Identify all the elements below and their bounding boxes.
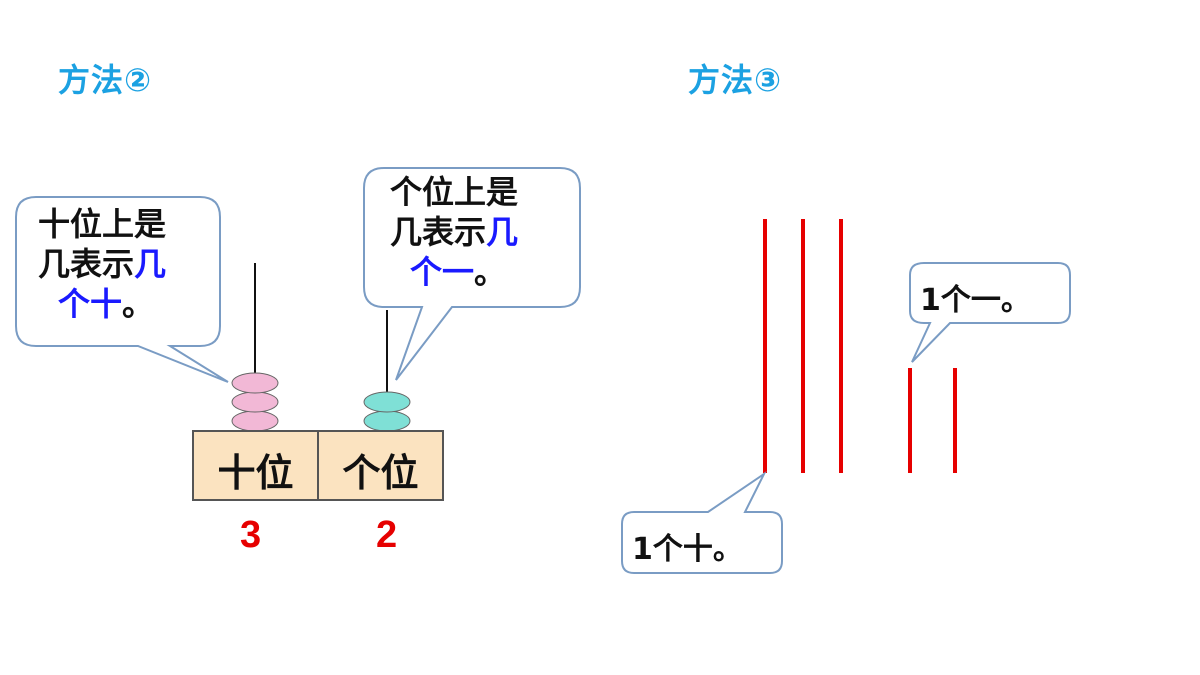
ones-place-label: 个位 bbox=[342, 451, 419, 495]
tens-bubble-line-3: 个十。 bbox=[58, 285, 155, 323]
tens-digit: 3 bbox=[240, 514, 262, 556]
tens-bubble-line-1: 十位上是 bbox=[38, 205, 167, 243]
tens-note-text: 1个十。 bbox=[632, 532, 743, 567]
ones-bubble-line-3: 个一。 bbox=[410, 253, 507, 291]
tens-note-bubble bbox=[621, 471, 783, 574]
ones-bead bbox=[363, 410, 411, 432]
ones-bubble-line-1: 个位上是 bbox=[390, 173, 519, 211]
tens-bubble-line-2: 几表示几 bbox=[38, 245, 167, 283]
ones-note-bubble bbox=[909, 262, 1071, 363]
ones-cell bbox=[317, 430, 444, 501]
counting-sticks bbox=[763, 219, 957, 473]
ones-bead bbox=[363, 391, 411, 413]
ones-digit: 2 bbox=[376, 514, 398, 556]
ones-note-text: 1个一。 bbox=[920, 283, 1031, 318]
ones-beads bbox=[363, 391, 411, 432]
method-2-heading: 方法② bbox=[58, 61, 153, 99]
tens-place-label: 十位 bbox=[217, 451, 294, 495]
tens-speech-bubble bbox=[15, 196, 229, 383]
method-3-heading: 方法③ bbox=[688, 61, 783, 99]
ones-bubble-line-2: 几表示几 bbox=[390, 213, 519, 251]
ones-bubble-text: 个位上是 几表示几 个一。 bbox=[390, 172, 518, 292]
tens-bead bbox=[231, 372, 279, 394]
tens-bead bbox=[231, 391, 279, 413]
tens-beads bbox=[231, 372, 279, 432]
tens-bubble-text: 十位上是 几表示几 个十。 bbox=[38, 204, 166, 324]
ones-speech-bubble bbox=[363, 167, 581, 381]
tens-bead bbox=[231, 410, 279, 432]
